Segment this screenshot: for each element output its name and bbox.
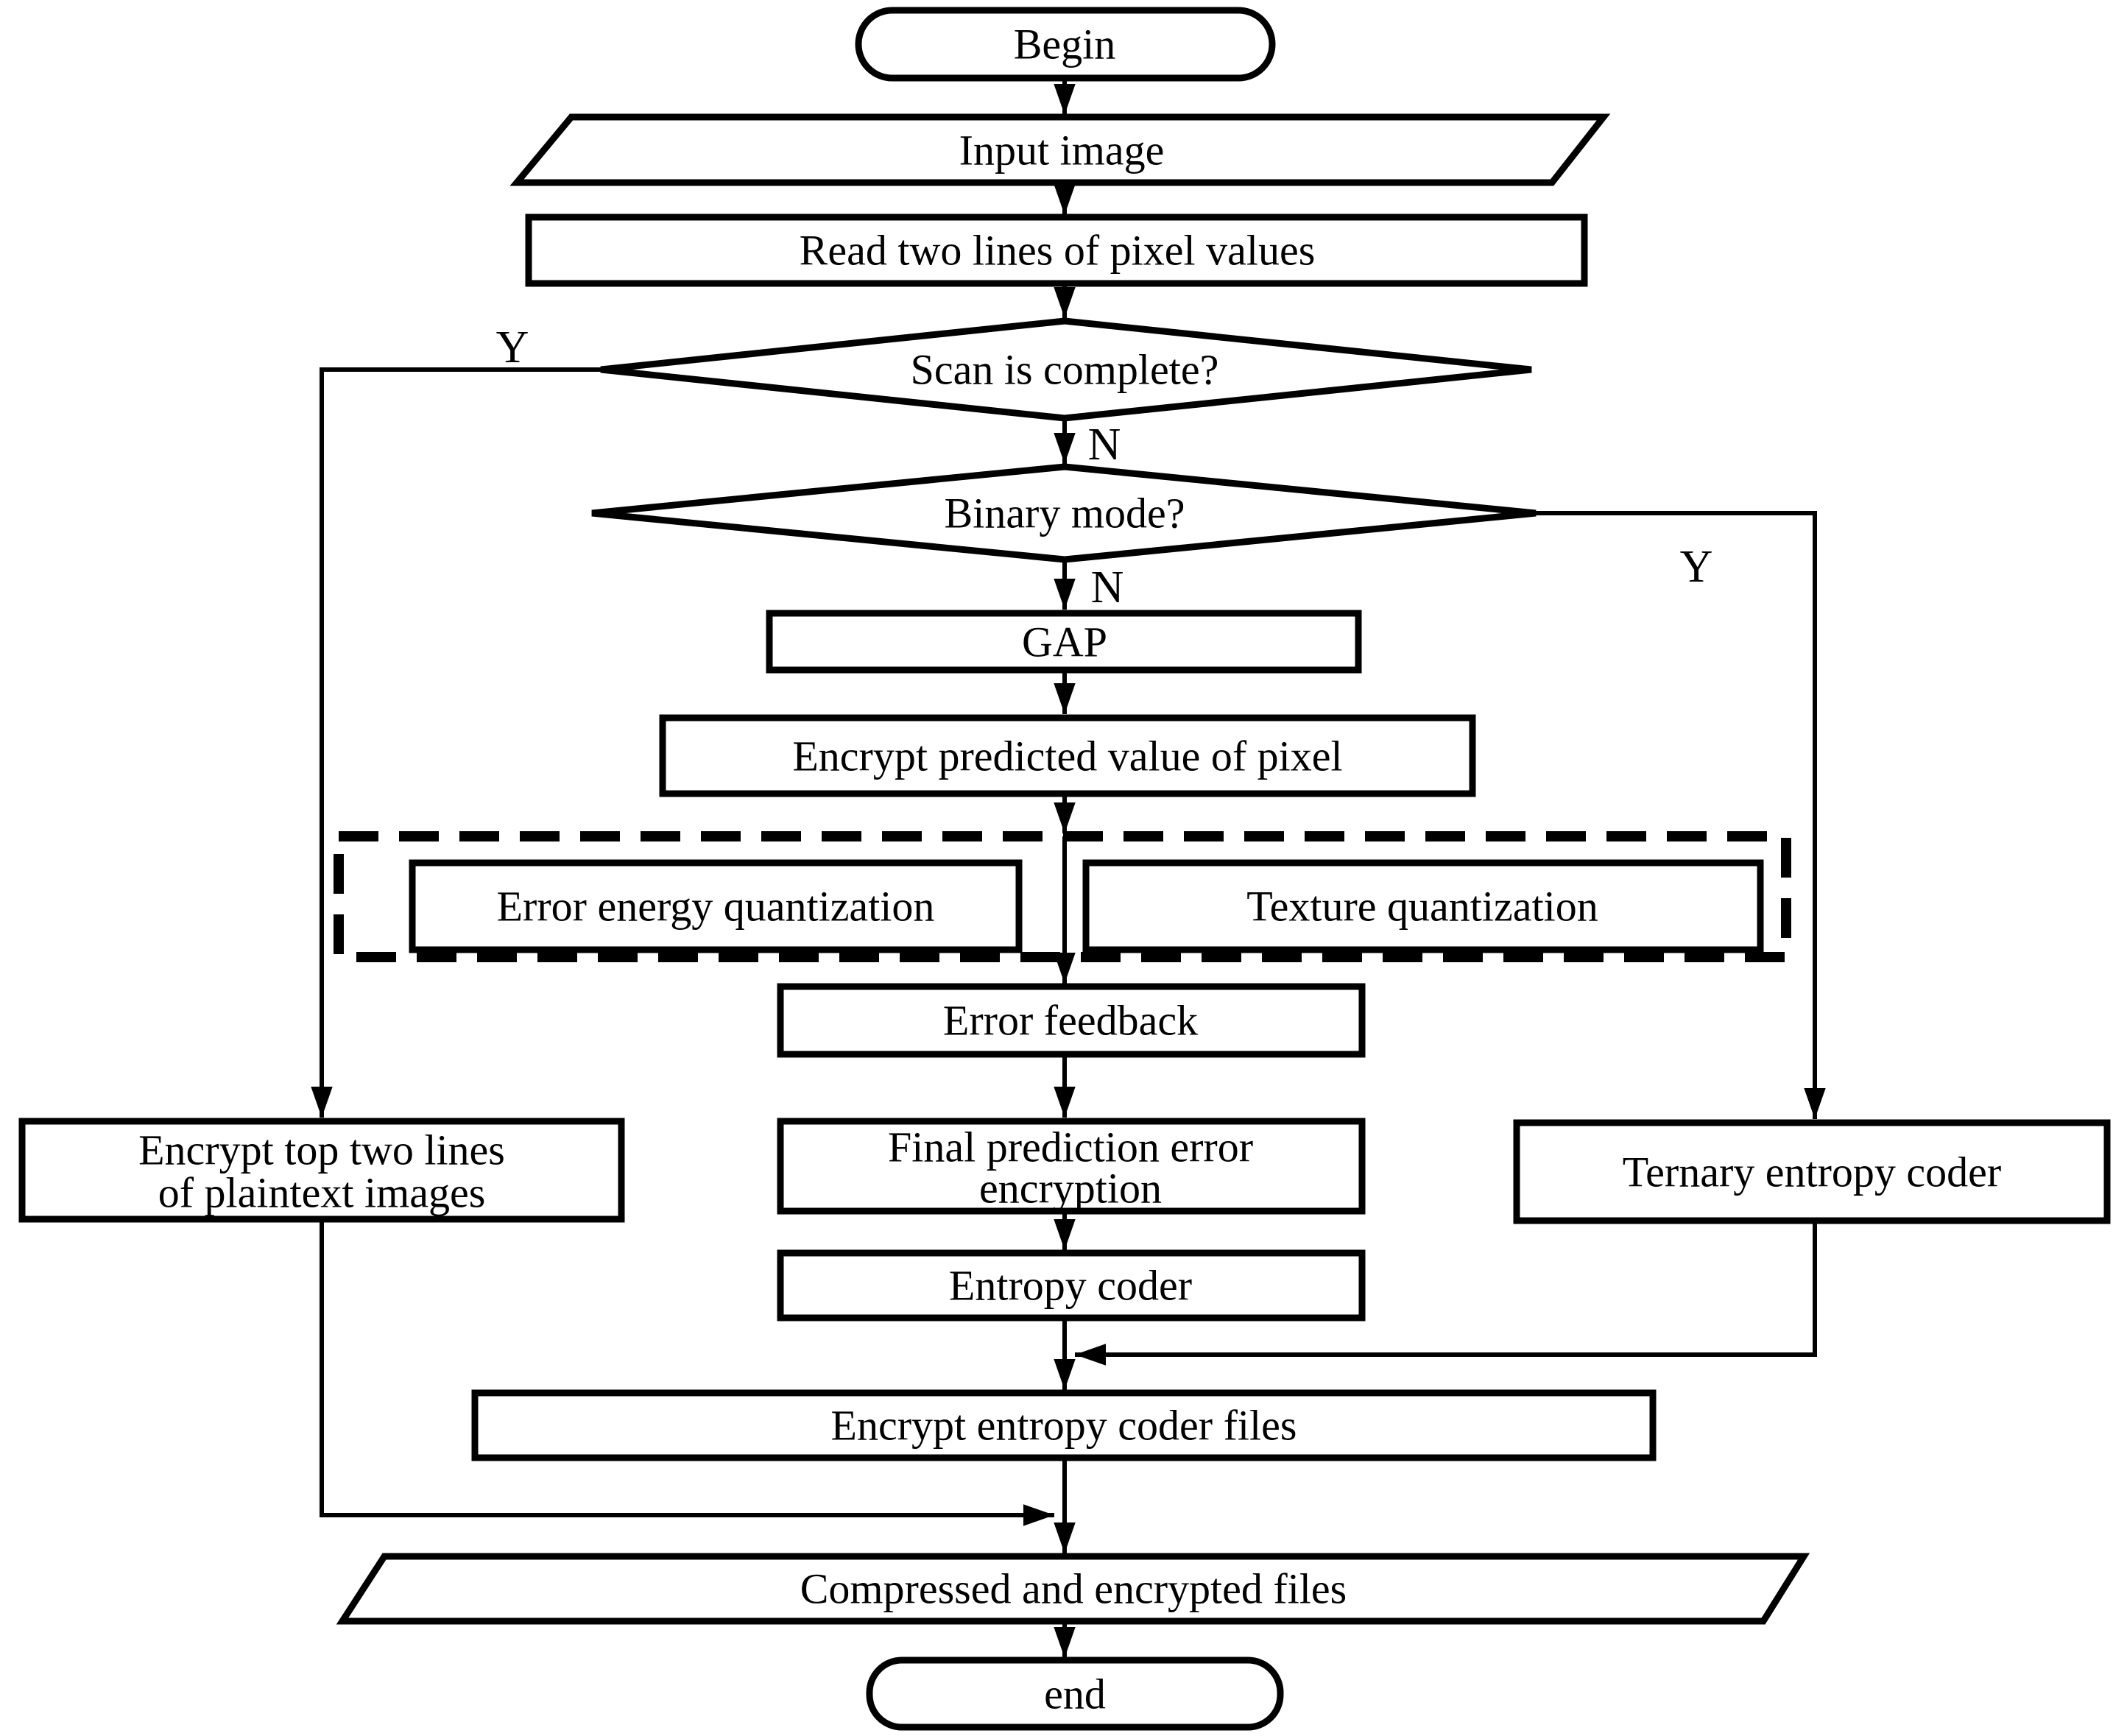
encrypt-entropy-coder-files-shape bbox=[471, 1389, 1657, 1461]
scan-is-complete-shape bbox=[600, 317, 1532, 422]
node-scan-is-complete: Scan is complete? bbox=[600, 317, 1532, 422]
encrypt-predicted-value-label: Encrypt predicted value of pixel bbox=[792, 733, 1342, 780]
encrypt-entropy-coder-files-label: Encrypt entropy coder files bbox=[831, 1402, 1297, 1450]
node-encrypt-entropy-coder-files: Encrypt entropy coder files bbox=[471, 1389, 1657, 1461]
label-binary-yes: Y bbox=[1680, 542, 1713, 592]
label-scan-no: N bbox=[1088, 420, 1121, 470]
node-read-two-lines: Read two lines of pixel values bbox=[525, 214, 1588, 287]
node-ternary-entropy-coder: Ternary entropy coder bbox=[1513, 1119, 2111, 1224]
node-input-image: Input image bbox=[509, 113, 1611, 186]
error-energy-quantization-label: Error energy quantization bbox=[497, 883, 935, 931]
label-scan-yes: Y bbox=[496, 322, 529, 373]
encrypt-predicted-value-shape bbox=[659, 714, 1476, 797]
node-texture-quantization: Texture quantization bbox=[1082, 859, 1764, 953]
gap-shape bbox=[766, 610, 1362, 674]
scan-is-complete-label: Scan is complete? bbox=[911, 346, 1219, 394]
final-prediction-error-encryption-shape bbox=[777, 1118, 1366, 1215]
end-label: end bbox=[1044, 1670, 1106, 1718]
begin-terminator-shape bbox=[855, 7, 1276, 82]
encrypt-top-two-lines-line1: Encrypt top two lines bbox=[138, 1126, 505, 1174]
node-end: end bbox=[866, 1656, 1284, 1731]
encrypt-top-two-lines-line2: of plaintext images bbox=[158, 1169, 486, 1217]
read-two-lines-label: Read two lines of pixel values bbox=[800, 227, 1316, 275]
error-feedback-label: Error feedback bbox=[943, 997, 1198, 1045]
edge-lefttop-merge bbox=[320, 1219, 1054, 1526]
error-energy-quantization-shape bbox=[409, 859, 1023, 953]
node-error-energy-quantization: Error energy quantization bbox=[409, 859, 1023, 953]
compressed-and-encrypted-files-shape bbox=[336, 1553, 1810, 1625]
node-final-prediction-error-encryption: Final prediction error encryption bbox=[777, 1118, 1366, 1215]
end-terminator-shape bbox=[866, 1656, 1284, 1731]
error-feedback-shape bbox=[777, 983, 1366, 1058]
ternary-entropy-coder-label: Ternary entropy coder bbox=[1623, 1148, 2001, 1196]
edge-scan-yes bbox=[311, 367, 601, 1118]
encrypt-top-two-lines-shape bbox=[18, 1118, 625, 1223]
entropy-coder-label: Entropy coder bbox=[949, 1262, 1192, 1310]
input-image-shape bbox=[509, 113, 1611, 186]
ternary-entropy-coder-shape bbox=[1513, 1119, 2111, 1224]
group-quantization: Error energy quantization Texture quanti… bbox=[334, 831, 1791, 962]
node-encrypt-predicted-value: Encrypt predicted value of pixel bbox=[659, 714, 1476, 797]
node-compressed-and-encrypted-files: Compressed and encrypted files bbox=[336, 1553, 1810, 1625]
final-prediction-error-encryption-line2: encryption bbox=[979, 1165, 1162, 1213]
texture-quantization-shape bbox=[1082, 859, 1764, 953]
node-begin: Begin bbox=[855, 7, 1276, 82]
gap-label: GAP bbox=[1022, 618, 1107, 666]
begin-label: Begin bbox=[1014, 21, 1116, 68]
read-two-lines-shape bbox=[525, 214, 1588, 287]
node-entropy-coder: Entropy coder bbox=[777, 1249, 1366, 1322]
texture-quantization-label: Texture quantization bbox=[1246, 883, 1598, 931]
final-prediction-error-encryption-line1: Final prediction error bbox=[888, 1123, 1253, 1171]
node-binary-mode: Binary mode? bbox=[591, 463, 1537, 563]
edge-binary-yes bbox=[1536, 511, 1826, 1119]
binary-mode-shape bbox=[591, 463, 1537, 563]
node-encrypt-top-two-lines: Encrypt top two lines of plaintext image… bbox=[18, 1118, 625, 1223]
node-error-feedback: Error feedback bbox=[777, 983, 1366, 1058]
node-gap: GAP bbox=[766, 610, 1362, 674]
input-image-label: Input image bbox=[959, 127, 1165, 174]
binary-mode-label: Binary mode? bbox=[945, 490, 1185, 537]
entropy-coder-shape bbox=[777, 1249, 1366, 1322]
edge-ternary-merge bbox=[1075, 1221, 1817, 1366]
compressed-and-encrypted-files-label: Compressed and encrypted files bbox=[800, 1565, 1347, 1613]
label-binary-no: N bbox=[1091, 562, 1124, 613]
